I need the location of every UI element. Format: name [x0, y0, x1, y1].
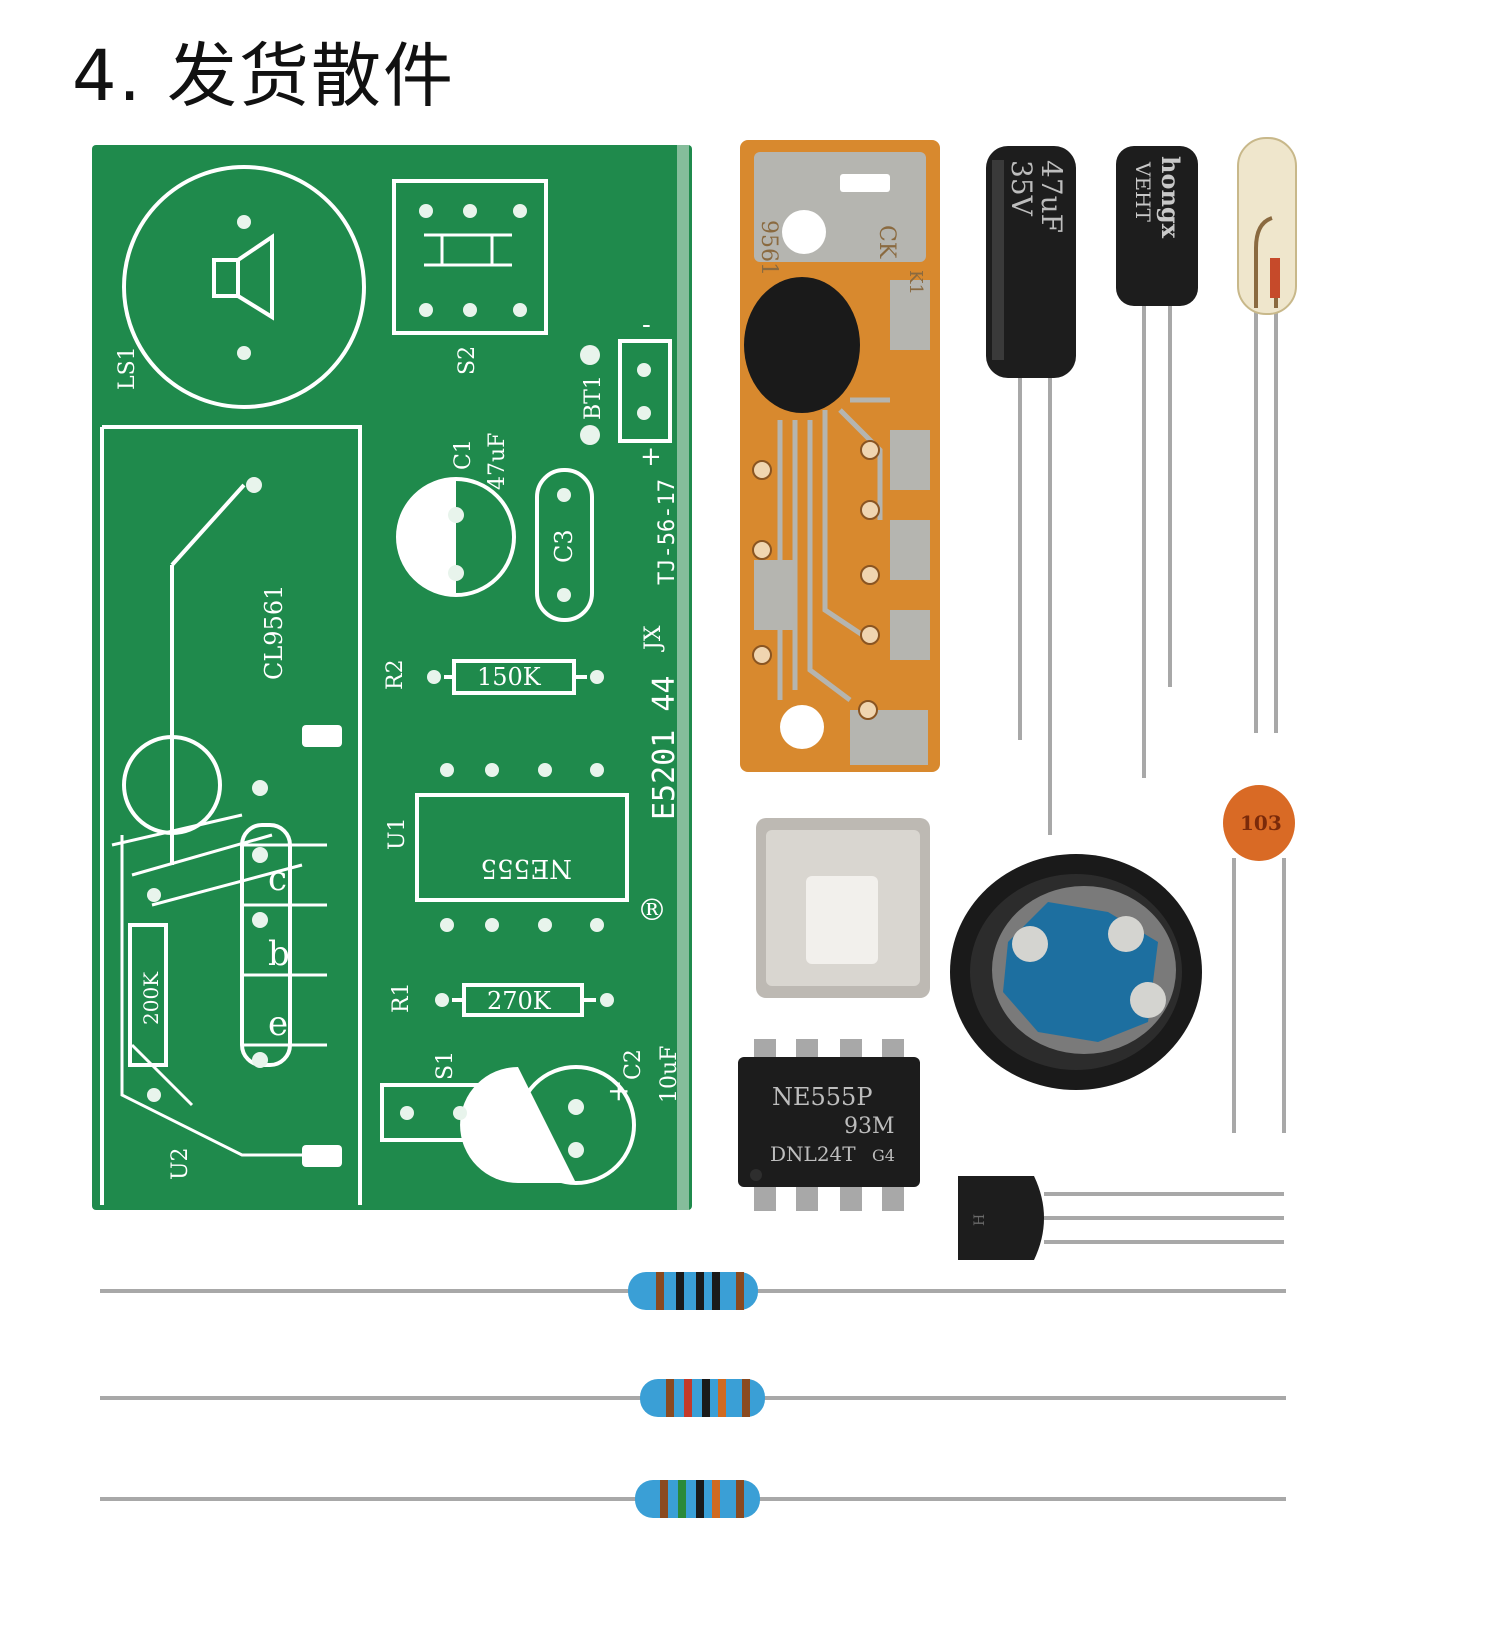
label-ls1: LS1 [115, 346, 140, 390]
neon-bulb [1237, 137, 1297, 733]
ic-line3: DNL24T [770, 1142, 856, 1166]
transistor-to92: H [958, 1176, 1284, 1260]
label-c2-plus: + [607, 1074, 630, 1107]
label-s2: S2 [455, 346, 480, 375]
resistor-2 [100, 1379, 1286, 1417]
ceramic-capacitor-103: 103 [1223, 785, 1295, 1133]
label-jx: JX [641, 625, 666, 652]
label-r1-value: 270K [487, 987, 552, 1015]
page-title: 4. 发货散件 [72, 35, 456, 117]
label-bt-plus: + [640, 442, 662, 472]
push-button-switch [756, 818, 930, 998]
cap-small-brand: hongx [1156, 156, 1185, 239]
transistor-mark: H [972, 1214, 988, 1226]
label-r2: R2 [383, 659, 408, 690]
label-lot: E5201 44 [647, 676, 682, 821]
ne555p-ic: NE555P 93M DNL24T G4 [738, 1039, 920, 1211]
chip-code-left: 9561 [756, 220, 781, 276]
resistor-3 [100, 1480, 1286, 1518]
label-c1-plus: + [410, 554, 433, 587]
label-c2-value: 10uF [657, 1046, 682, 1103]
chip-mark-k: K1 [905, 270, 926, 295]
cap-large-text2: 35V [1005, 160, 1038, 217]
label-reg-mark: ® [637, 893, 667, 928]
label-cl9561: CL9561 [260, 585, 288, 680]
label-r2-value: 150K [477, 663, 542, 691]
label-pin-b: b [268, 934, 290, 974]
label-bt1: BT1 [581, 375, 606, 420]
label-ne555-silk: NE555 [481, 853, 572, 883]
electrolytic-capacitor-47uf: 47uF 35V [986, 146, 1076, 835]
buzzer [950, 854, 1202, 1090]
resistor-1 [100, 1272, 1286, 1310]
label-pin-c: c [268, 859, 287, 899]
label-pin-e: e [268, 1004, 288, 1044]
ic-line2: 93M [844, 1114, 895, 1139]
label-r1: R1 [389, 982, 414, 1013]
pcb-board: LS1 S2 BT1 - + C1 47uF C3 + TJ-56-17 CL9… [92, 145, 692, 1210]
label-u1: U1 [385, 817, 410, 850]
ceramic-value: 103 [1240, 811, 1282, 835]
label-c3: C3 [550, 529, 578, 563]
label-board-code: TJ-56-17 [655, 479, 680, 585]
label-u2: U2 [168, 1147, 193, 1180]
cap-large-text1: 47uF [1035, 160, 1068, 233]
label-200k: 200K [139, 971, 163, 1025]
electrolytic-capacitor-10uf: hongx VEHT [1116, 146, 1198, 778]
label-bt-minus: - [642, 310, 651, 340]
ic-line3b: G4 [872, 1146, 895, 1165]
label-c2: C2 [621, 1049, 646, 1080]
label-s1: S1 [433, 1051, 458, 1080]
chip-code-right: CK [874, 225, 899, 259]
label-c1: C1 [451, 439, 476, 470]
label-c1-value: 47uF [485, 433, 510, 490]
ic-line1: NE555P [772, 1083, 872, 1111]
sound-chip-board: 9561 CK K1 [740, 140, 940, 772]
cap-small-text2: VEHT [1131, 161, 1155, 222]
